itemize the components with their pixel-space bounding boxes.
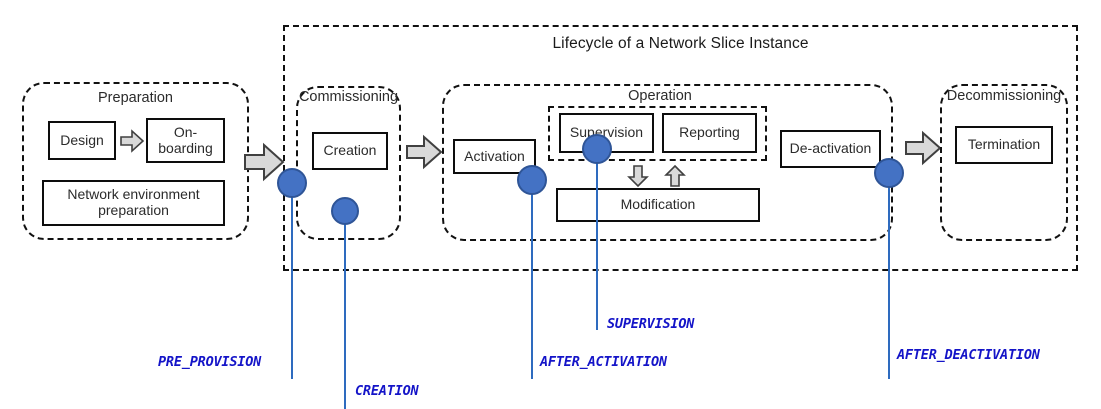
- box-network-env-line2: preparation: [98, 202, 169, 218]
- block-arrow-right-icon: [119, 128, 145, 154]
- marker-dot-after-activation[interactable]: [517, 165, 547, 195]
- box-network-environment-preparation[interactable]: Network environment preparation: [42, 180, 225, 226]
- box-onboarding-line1: On-: [173, 123, 198, 140]
- diagram-title: Lifecycle of a Network Slice Instance: [552, 35, 809, 52]
- marker-label-pre-provision: PRE_PROVISION: [158, 354, 262, 370]
- marker-dot-creation[interactable]: [331, 197, 359, 225]
- box-deactivation[interactable]: De-activation: [780, 130, 881, 168]
- marker-label-after-deactivation: AFTER_DEACTIVATION: [897, 347, 1040, 363]
- leader-line-after-activation: [531, 192, 533, 379]
- leader-line-pre-provision: [291, 183, 293, 379]
- marker-dot-after-deactivation[interactable]: [874, 158, 904, 188]
- box-reporting[interactable]: Reporting: [662, 113, 757, 153]
- phase-title-decommissioning: Decommissioning: [946, 88, 1062, 104]
- block-arrow-up-icon: [664, 164, 686, 188]
- leader-line-after-deactivation: [888, 186, 890, 379]
- box-onboarding[interactable]: On- boarding: [146, 118, 225, 163]
- leader-line-supervision: [596, 160, 598, 330]
- phase-title-operation: Operation: [628, 88, 692, 104]
- marker-dot-supervision[interactable]: [582, 134, 612, 164]
- marker-label-after-activation: AFTER_ACTIVATION: [540, 354, 667, 370]
- phase-group-decommissioning: [940, 84, 1068, 241]
- flow-arrow-commissioning-to-operation: [404, 132, 444, 172]
- box-onboarding-line2: boarding: [158, 139, 213, 156]
- marker-label-creation: CREATION: [355, 383, 419, 399]
- flow-arrow-preparation-to-commissioning: [242, 140, 286, 184]
- phase-title-commissioning: Commissioning: [298, 89, 399, 105]
- lifecycle-outer-boundary: [283, 25, 1078, 271]
- box-termination[interactable]: Termination: [955, 126, 1053, 164]
- subgroup-supervision-reporting: [548, 106, 767, 161]
- box-creation[interactable]: Creation: [312, 132, 388, 170]
- flow-arrow-operation-to-decommissioning: [903, 128, 943, 168]
- box-network-env-line1: Network environment: [67, 186, 200, 203]
- block-arrow-down-icon: [627, 164, 649, 188]
- marker-label-supervision: SUPERVISION: [607, 316, 695, 332]
- box-modification[interactable]: Modification: [556, 188, 760, 222]
- leader-line-creation: [344, 216, 346, 409]
- phase-title-preparation: Preparation: [98, 90, 173, 106]
- phase-group-commissioning: [296, 86, 401, 240]
- marker-dot-pre-provision[interactable]: [277, 168, 307, 198]
- box-design[interactable]: Design: [48, 121, 116, 160]
